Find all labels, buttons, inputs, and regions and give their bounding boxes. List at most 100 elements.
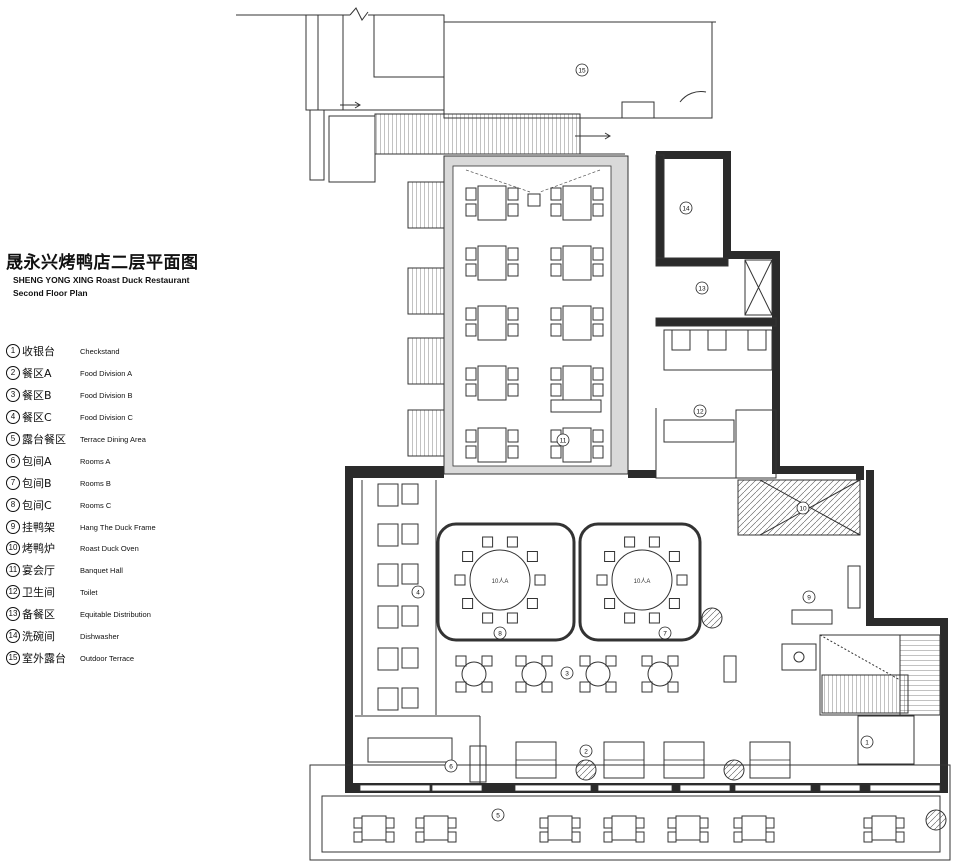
chair xyxy=(605,681,617,693)
marker-m6: 6 xyxy=(449,764,453,771)
round-chair xyxy=(482,536,494,548)
table xyxy=(377,687,399,711)
window xyxy=(679,784,731,792)
window xyxy=(359,784,431,792)
food-division-c xyxy=(361,480,437,715)
outdoor-terrace-15 xyxy=(443,21,716,119)
marker-m1: 1 xyxy=(865,740,869,747)
round-chair xyxy=(648,536,660,548)
banquet-chair xyxy=(592,247,604,261)
title-chinese: 晟永兴烤鸭店二层平面图 xyxy=(6,253,199,273)
round-chair xyxy=(526,598,538,609)
banquet-chair xyxy=(507,187,519,201)
round-chair xyxy=(454,574,466,586)
chair xyxy=(733,817,743,829)
private-rooms xyxy=(436,522,702,642)
banquet-chair xyxy=(550,445,562,459)
food-division-b xyxy=(455,655,679,693)
plant xyxy=(701,607,723,629)
banquet-chair xyxy=(592,429,604,443)
banquet-chair xyxy=(550,383,562,397)
marker-circle xyxy=(579,744,593,758)
round-chair xyxy=(624,536,636,548)
chair xyxy=(699,817,709,829)
chair xyxy=(863,831,873,843)
marker-circle xyxy=(491,808,505,822)
marker-circle xyxy=(411,585,425,599)
banquet-table xyxy=(477,245,507,281)
chair xyxy=(765,831,775,843)
banquet-chair xyxy=(592,263,604,277)
banquet-chair xyxy=(592,187,604,201)
banquet-chair xyxy=(592,383,604,397)
chair xyxy=(401,647,419,669)
chair xyxy=(541,681,553,693)
marker-circle xyxy=(860,735,874,749)
room-6 xyxy=(355,715,487,783)
banquet-table xyxy=(562,185,592,221)
round-chair xyxy=(624,612,636,624)
round-chair xyxy=(604,551,616,562)
chair xyxy=(765,817,775,829)
marker-m4: 4 xyxy=(416,590,420,597)
round-table xyxy=(521,661,547,687)
chair xyxy=(603,831,613,843)
kitchen-block xyxy=(655,151,864,536)
banquet-chair xyxy=(465,263,477,277)
marker-circle xyxy=(695,281,709,295)
table xyxy=(377,605,399,629)
banquet-chair xyxy=(592,323,604,337)
window xyxy=(869,784,941,792)
round-chair xyxy=(668,551,680,562)
chair xyxy=(895,831,905,843)
marker-m5: 5 xyxy=(496,813,500,820)
right-stairs xyxy=(723,565,941,765)
banquet-chair xyxy=(507,323,519,337)
banquet-chair xyxy=(465,187,477,201)
banquet-chair xyxy=(465,383,477,397)
chair xyxy=(667,817,677,829)
marker-circle xyxy=(493,626,507,640)
marker-m9: 9 xyxy=(807,595,811,602)
round-table xyxy=(647,661,673,687)
round-chair xyxy=(676,574,688,586)
chair xyxy=(571,817,581,829)
banquet-table xyxy=(562,245,592,281)
banquet-chair xyxy=(465,367,477,381)
chair xyxy=(401,483,419,505)
chair xyxy=(447,831,457,843)
banquet-table xyxy=(562,305,592,341)
banquet-hall xyxy=(443,155,629,475)
banquet-chair xyxy=(550,203,562,217)
banquet-chair xyxy=(507,263,519,277)
table xyxy=(377,483,399,507)
chair xyxy=(481,681,493,693)
marker-circle xyxy=(658,626,672,640)
chair xyxy=(515,681,527,693)
chair xyxy=(605,655,617,667)
banquet-table xyxy=(477,365,507,401)
marker-circle xyxy=(802,590,816,604)
plant xyxy=(925,809,947,831)
chair xyxy=(579,655,591,667)
marker-circle xyxy=(575,63,589,77)
table xyxy=(377,563,399,587)
chair xyxy=(667,681,679,693)
chair xyxy=(415,817,425,829)
chair xyxy=(353,817,363,829)
terrace-table xyxy=(361,815,387,841)
chair xyxy=(455,655,467,667)
marker-m2: 2 xyxy=(584,749,588,756)
